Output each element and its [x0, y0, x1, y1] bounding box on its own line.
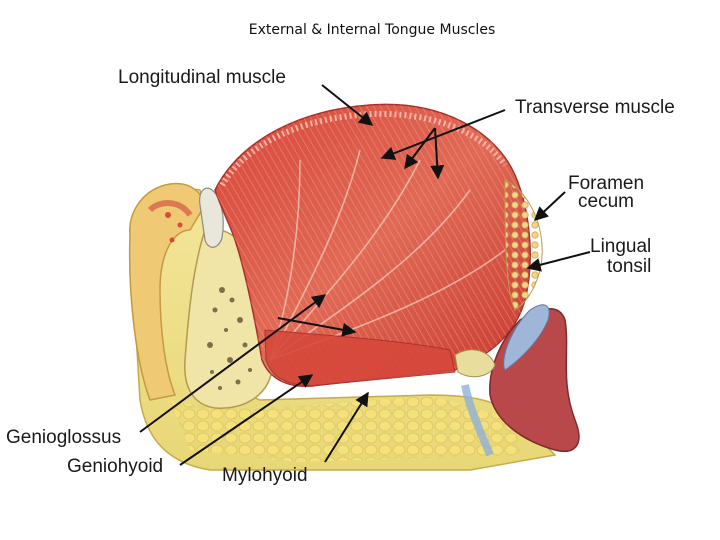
hyoid: [454, 349, 496, 378]
arrow-geniohyoid: [179, 374, 314, 466]
arrow-transverse-2: [404, 127, 436, 170]
arrow-longitudinal: [321, 84, 374, 126]
arrow-genioglossus-2: [277, 317, 357, 337]
arrow-lingual: [526, 251, 591, 272]
arrow-foramen: [533, 191, 566, 221]
arrow-mylohyoid: [324, 391, 369, 463]
label-genioglossus: Genioglossus: [6, 427, 122, 448]
label-mylohyoid: Mylohyoid: [222, 465, 308, 486]
lingual-tonsil: [504, 179, 543, 311]
arrow-transverse-1: [380, 109, 506, 160]
label-tonsil: tonsil: [607, 256, 652, 277]
tooth: [199, 187, 224, 248]
slide-title: External & Internal Tongue Muscles: [248, 22, 496, 38]
label-longitudinal-muscle: Longitudinal muscle: [118, 67, 286, 88]
label-foramen: Foramen: [568, 173, 645, 194]
pointer-arrows: [139, 84, 591, 466]
label-lingual: Lingual: [590, 236, 652, 257]
label-cecum: cecum: [578, 191, 634, 212]
geniohyoid-band: [264, 329, 456, 387]
lip: [128, 182, 206, 401]
label-transverse-muscle: Transverse muscle: [515, 97, 675, 118]
arrow-genioglossus-1: [139, 294, 327, 433]
label-geniohyoid: Geniohyoid: [67, 456, 164, 477]
epiglottis: [503, 304, 550, 371]
arrow-transverse-3: [430, 127, 445, 180]
